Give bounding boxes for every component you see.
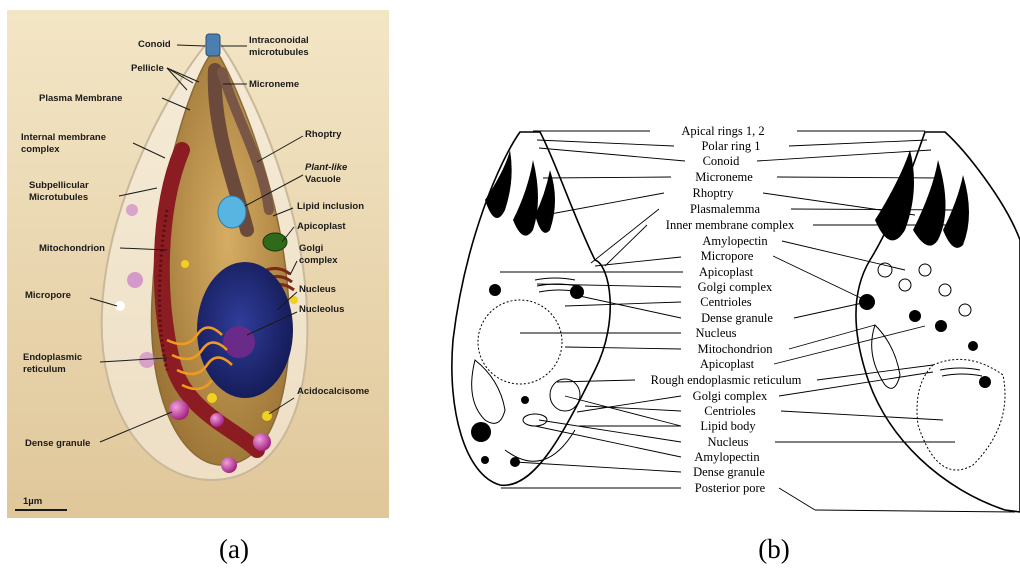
label-er-1: Endoplasmic [23, 352, 82, 363]
label-scale-bar: 1µm [23, 496, 42, 507]
label-b-golgi-1: Golgi complex [698, 280, 773, 294]
label-b-microneme: Microneme [695, 170, 753, 184]
apicomplexan-line-drawing: Apical rings 1, 2 Polar ring 1 Conoid Mi… [445, 120, 1020, 520]
apicomplexan-cell-illustration: Conoid Intraconoidal microtubules Pellic… [7, 10, 389, 518]
label-b-inner-membrane-complex: Inner membrane complex [666, 218, 795, 232]
label-microneme: Microneme [249, 79, 299, 90]
label-mitochondrion: Mitochondrion [39, 243, 105, 254]
panel-b-line-drawing: Apical rings 1, 2 Polar ring 1 Conoid Mi… [445, 120, 1020, 520]
label-b-apical-rings: Apical rings 1, 2 [681, 124, 764, 138]
label-b-nucleus-1: Nucleus [696, 326, 737, 340]
label-b-plasmalemma: Plasmalemma [690, 202, 761, 216]
label-plant-like-2: Vacuole [305, 174, 341, 185]
label-b-polar-ring: Polar ring 1 [701, 139, 760, 153]
label-b-amylopectin-2: Amylopectin [694, 450, 760, 464]
label-b-dense-granule-2: Dense granule [693, 465, 765, 479]
label-subpellicular-1: Subpellicular [29, 180, 89, 191]
label-micropore: Micropore [25, 290, 71, 301]
label-golgi-2: complex [299, 255, 338, 266]
label-b-micropore: Micropore [701, 249, 754, 263]
label-b-mitochondrion: Mitochondrion [698, 342, 774, 356]
label-b-apicoplast-1: Apicoplast [699, 265, 754, 279]
label-plasma-membrane: Plasma Membrane [39, 93, 122, 104]
label-b-apicoplast-2: Apicoplast [700, 357, 755, 371]
conoid-tip [206, 34, 220, 56]
label-b-amylopectin-1: Amylopectin [702, 234, 768, 248]
caption-a: (a) [194, 534, 274, 565]
label-b-dense-granule-1: Dense granule [701, 311, 773, 325]
label-plant-like-1: Plant-like [305, 162, 348, 173]
panel-a-illustration: Conoid Intraconoidal microtubules Pellic… [7, 10, 389, 518]
label-intraconoidal-1: Intraconoidal [249, 35, 309, 46]
label-b-centrioles-1: Centrioles [700, 295, 752, 309]
label-b-nucleus-2: Nucleus [708, 435, 749, 449]
label-nucleolus: Nucleolus [299, 304, 344, 315]
label-b-posterior-pore: Posterior pore [695, 481, 766, 495]
label-dense-granule: Dense granule [25, 438, 90, 449]
label-apicoplast: Apicoplast [297, 221, 346, 232]
label-nucleus: Nucleus [299, 284, 336, 295]
caption-b: (b) [734, 534, 814, 565]
plant-like-vacuole [218, 196, 246, 228]
label-imc-2: complex [21, 144, 60, 155]
label-b-conoid: Conoid [703, 154, 741, 168]
label-intraconoidal-2: microtubules [249, 47, 309, 58]
label-subpellicular-2: Microtubules [29, 192, 88, 203]
label-b-rhoptry: Rhoptry [693, 186, 735, 200]
label-imc-1: Internal membrane [21, 132, 106, 143]
label-conoid: Conoid [138, 39, 171, 50]
label-b-rough-er: Rough endoplasmic reticulum [651, 373, 802, 387]
label-acidocalcisome: Acidocalcisome [297, 386, 369, 397]
apicoplast-shape [263, 233, 287, 251]
label-b-golgi-2: Golgi complex [693, 389, 768, 403]
label-pellicle: Pellicle [131, 63, 164, 74]
label-er-2: reticulum [23, 364, 66, 375]
nucleolus-shape [223, 326, 255, 358]
label-b-lipid-body: Lipid body [700, 419, 756, 433]
label-lipid-inclusion: Lipid inclusion [297, 201, 364, 212]
label-golgi-1: Golgi [299, 243, 323, 254]
label-rhoptry: Rhoptry [305, 129, 342, 140]
label-b-centrioles-2: Centrioles [704, 404, 756, 418]
